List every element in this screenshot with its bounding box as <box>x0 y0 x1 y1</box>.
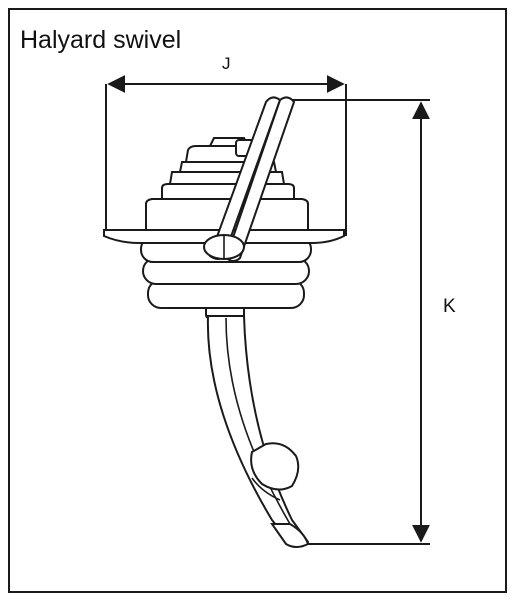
figure-title: Halyard swivel <box>20 26 182 54</box>
rope-upper <box>203 96 296 262</box>
dimension-j-label: J <box>222 54 231 73</box>
dimension-k: K <box>288 99 456 545</box>
dimension-k-label: K <box>443 296 456 317</box>
dimension-j: J <box>105 54 347 236</box>
rope-tail <box>206 315 310 548</box>
